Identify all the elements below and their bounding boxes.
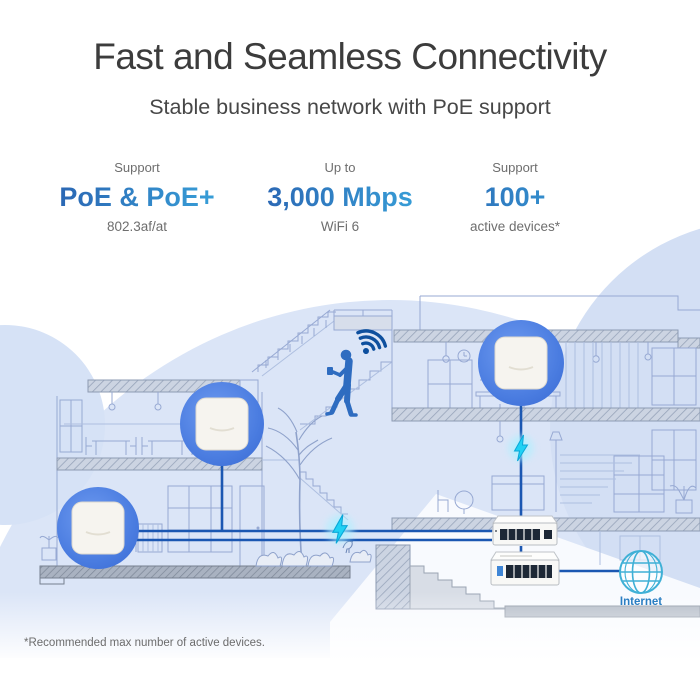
- spec-poe-sublabel: 802.3af/at: [106, 219, 168, 235]
- spec-speed-sublabel: WiFi 6: [320, 219, 360, 235]
- internet-label: Internet: [620, 596, 662, 608]
- access-point-1: [57, 487, 139, 569]
- network-cables: [96, 396, 620, 573]
- spec-poe: Support PoE & PoE+ 802.3af/at: [47, 160, 227, 234]
- spec-devices-sublabel: active devices*: [469, 219, 561, 235]
- person-walking-icon: [325, 349, 358, 417]
- spec-poe-value: PoE & PoE+: [47, 182, 227, 213]
- spec-speed-value: 3,000 Mbps: [250, 182, 430, 213]
- spec-poe-label: Support: [114, 160, 160, 175]
- spec-speed: Up to 3,000 Mbps WiFi 6: [250, 160, 430, 234]
- spec-devices-label: Support: [492, 160, 538, 175]
- poe-lightning-icon-2: [325, 514, 355, 544]
- floor-slab: [391, 407, 700, 422]
- spec-devices: Support 100+ active devices*: [425, 160, 605, 234]
- wall-clock: [457, 349, 471, 363]
- access-point-3: [478, 320, 564, 406]
- internet-globe-icon: [619, 550, 663, 594]
- footnote: *Recommended max number of active device…: [24, 637, 265, 649]
- bird-icon: [342, 538, 355, 554]
- ground-slab: [39, 565, 351, 579]
- page-title: Fast and Seamless Connectivity: [93, 36, 607, 77]
- access-point-2: [180, 382, 264, 466]
- wifi-signal-icon: [356, 329, 388, 354]
- bushes: [255, 549, 372, 567]
- poe-lightning-icon-1: [508, 434, 534, 462]
- spec-devices-value: 100+: [425, 182, 605, 213]
- tree: [265, 407, 333, 567]
- spec-speed-label: Up to: [324, 160, 356, 175]
- poe-switch-2: [490, 551, 560, 586]
- poe-switch-1: [492, 515, 558, 546]
- page-subtitle: Stable business network with PoE support: [149, 95, 551, 119]
